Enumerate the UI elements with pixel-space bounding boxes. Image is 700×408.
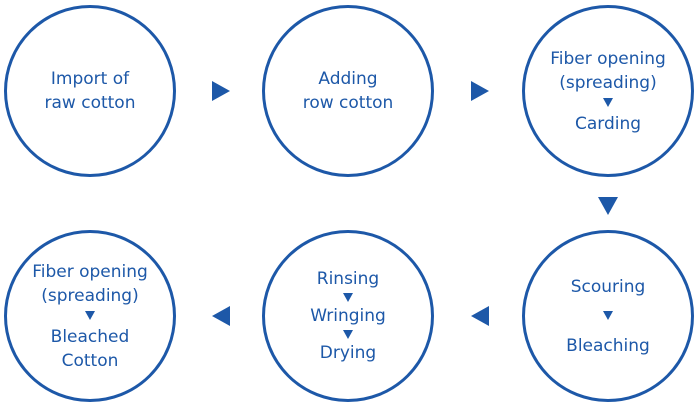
step-label: row cotton <box>302 93 394 113</box>
step-label: Cotton <box>61 350 119 371</box>
step-label: Rinsing <box>316 269 380 289</box>
step-label: Import of <box>50 69 130 89</box>
step-fiber-opening-carding: Fiber opening (spreading) Carding <box>522 5 694 177</box>
step-label: Fiber opening <box>32 261 148 282</box>
sub-step-down-icon <box>603 310 613 320</box>
step-label: raw cotton <box>44 93 136 113</box>
step-label: Carding <box>574 113 642 134</box>
step-fiber-opening-bleached-cotton: Fiber opening (spreading) Bleached Cotto… <box>4 230 176 402</box>
sub-step-down-icon <box>343 330 353 339</box>
step-adding-row-cotton: Adding row cotton <box>262 5 434 177</box>
step-label: Scouring <box>570 276 646 297</box>
step-label: Bleached <box>50 326 130 347</box>
flow-arrow-right-icon <box>212 81 230 101</box>
sub-step-down-icon <box>343 293 353 302</box>
step-label: Fiber opening <box>550 48 666 69</box>
sub-step-down-icon <box>603 97 613 107</box>
flow-arrow-down-icon <box>598 197 618 215</box>
step-label: Drying <box>319 343 377 363</box>
sub-step-down-icon <box>85 310 95 320</box>
step-label: (spreading) <box>559 72 657 93</box>
step-label: (spreading) <box>41 285 139 306</box>
step-label: Adding <box>318 69 378 89</box>
step-rinsing-drying: Rinsing Wringing Drying <box>262 230 434 402</box>
flow-arrow-left-icon <box>212 306 230 326</box>
flow-arrow-left-icon <box>471 306 489 326</box>
step-label: Bleaching <box>566 335 650 356</box>
flow-arrow-right-icon <box>471 81 489 101</box>
step-label: Wringing <box>310 306 386 326</box>
step-import-raw-cotton: Import of raw cotton <box>4 5 176 177</box>
step-scouring-bleaching: Scouring Bleaching <box>522 230 694 402</box>
